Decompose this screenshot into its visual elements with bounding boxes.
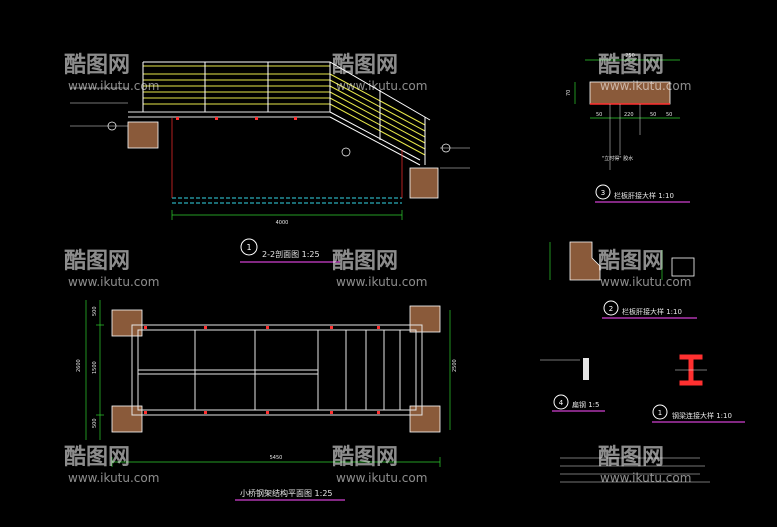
dim-plan-height: 2600 [76,359,82,372]
detail-1-title: 1 钢梁连接大样 1:10 [652,404,745,423]
watermark-5: 酷图网 www.ikutu.com [332,249,427,289]
detail-3-title: 3 栏板肝接大样 1:10 [595,184,690,203]
label-quote-seal: "立时得" 胶水 [602,155,633,162]
dim-detail3-b2: 220 [624,112,634,118]
dim-plan-left-top: 500 [92,306,98,316]
section-2-2-title: 1 2-2剖面图 1:25 [240,238,340,263]
section-2-2-title-text: 2-2剖面图 1:25 [262,249,320,259]
watermark-url: www.ikutu.com [600,471,691,485]
detail-4-title-text: 扁钢 1:5 [572,400,600,409]
watermark-url: www.ikutu.com [68,79,159,93]
marker-4: 4 [559,399,564,407]
watermark-3: 酷图网 www.ikutu.com [598,53,691,93]
watermark-6: 酷图网 www.ikutu.com [598,249,691,289]
watermark-url: www.ikutu.com [336,275,427,289]
detail-1-title-text: 钢梁连接大样 1:10 [672,411,732,420]
plan-title-text: 小桥钢架结构平面图 1:25 [240,488,333,498]
detail-2-title: 2 栏板肝接大样 1:10 [602,300,697,319]
detail-1-drawing [675,354,707,386]
watermark-brand: 酷图网 [64,53,130,78]
plan-drawing: 5450 2600 500 1500 500 2500 [76,300,458,467]
detail-4-title: 4 扁钢 1:5 [552,394,605,412]
detail-2-title-text: 栏板肝接大样 1:10 [622,307,682,316]
marker-1b: 1 [658,409,662,417]
watermark-brand: 酷图网 [332,53,398,78]
watermarks: 酷图网 www.ikutu.com 酷图网 www.ikutu.com 酷图网 … [64,53,691,485]
watermark-brand: 酷图网 [332,249,398,274]
dim-plan-right: 2500 [452,359,458,372]
dim-detail3-left: 70 [566,90,572,96]
detail-4-drawing [540,358,589,380]
dim-span-section: 4000 [276,220,289,226]
watermark-8: 酷图网 www.ikutu.com [332,445,427,485]
marker-1a: 1 [246,243,251,252]
watermark-9: 酷图网 www.ikutu.com [598,445,691,485]
watermark-brand: 酷图网 [598,445,664,470]
dim-plan-left-bot: 500 [92,418,98,428]
watermark-brand: 酷图网 [598,249,664,274]
watermark-url: www.ikutu.com [336,79,427,93]
watermark-1: 酷图网 www.ikutu.com [64,53,159,93]
notes-block [560,457,710,483]
right-abutment [409,167,439,199]
marker-3: 3 [601,189,605,197]
watermark-4: 酷图网 www.ikutu.com [64,249,159,289]
watermark-brand: 酷图网 [598,53,664,78]
watermark-url: www.ikutu.com [600,79,691,93]
dim-detail3-top: 250 [625,53,635,59]
marker-2: 2 [609,305,613,313]
left-abutment [127,121,159,149]
dim-detail3-b4: 50 [666,112,672,118]
detail-3-drawing: 250 70 50 220 50 50 "立时得" 胶水 [566,53,680,170]
watermark-url: www.ikutu.com [600,275,691,289]
watermark-brand: 酷图网 [64,445,130,470]
detail-3-title-text: 栏板肝接大样 1:10 [614,191,674,200]
watermark-url: www.ikutu.com [68,275,159,289]
watermark-url: www.ikutu.com [68,471,159,485]
dim-detail3-b3: 50 [650,112,656,118]
section-2-2-drawing: 4000 [70,61,470,226]
watermark-url: www.ikutu.com [336,471,427,485]
dim-plan-left-mid: 1500 [92,361,98,374]
dim-plan-width: 5450 [270,455,283,461]
plan-title: 小桥钢架结构平面图 1:25 [235,488,345,501]
marker-circle-1a [240,238,258,256]
dim-detail3-b1: 50 [596,112,602,118]
watermark-2: 酷图网 www.ikutu.com [332,53,427,93]
detail-2-drawing [549,241,695,281]
watermark-brand: 酷图网 [332,445,398,470]
watermark-7: 酷图网 www.ikutu.com [64,445,159,485]
watermark-brand: 酷图网 [64,249,130,274]
